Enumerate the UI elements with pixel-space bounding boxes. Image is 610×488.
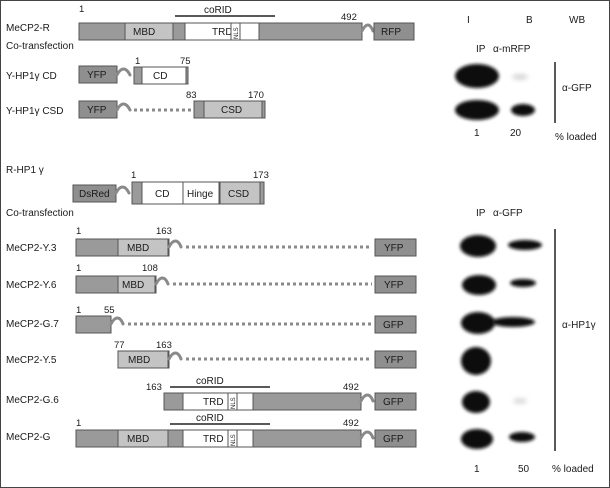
yfp-label: YFP xyxy=(87,70,107,81)
band-input xyxy=(455,100,499,120)
number-start: 1 xyxy=(79,4,84,15)
load-bound: 50 xyxy=(518,464,530,475)
band-bound xyxy=(513,398,527,404)
band-bound xyxy=(508,240,542,250)
ip-antibody-label: α-GFP xyxy=(493,208,523,219)
construct-label: MeCP2-G.7 xyxy=(6,319,59,330)
tag-label: YFP xyxy=(384,355,404,366)
trd-label: TRD xyxy=(203,397,224,408)
number-end: 170 xyxy=(248,90,264,101)
tag-label: GFP xyxy=(383,320,404,331)
mbd-label: MBD xyxy=(128,355,150,366)
number-end: 492 xyxy=(343,418,359,429)
corid-label: coRID xyxy=(204,5,232,16)
rfp-label: RFP xyxy=(381,27,401,38)
nls-label: NLS xyxy=(234,27,240,39)
number-start: 77 xyxy=(114,340,125,351)
number-start: 1 xyxy=(76,418,81,429)
loaded-label: % loaded xyxy=(555,132,597,143)
nls-label: NLS xyxy=(231,397,237,409)
wb-antibody-label: α-GFP xyxy=(562,83,592,94)
load-input: 1 xyxy=(474,464,480,475)
cd-label: CD xyxy=(155,189,169,200)
number-start: 163 xyxy=(146,382,162,393)
nls-label: NLS xyxy=(231,434,237,446)
csd-label: CSD xyxy=(221,105,242,116)
band-bound xyxy=(511,104,535,116)
band-input xyxy=(461,347,491,375)
hinge-label: Hinge xyxy=(187,189,214,200)
number-start: 83 xyxy=(186,90,197,101)
band-bound xyxy=(510,279,536,287)
number-end: 173 xyxy=(253,170,269,181)
corid-label: coRID xyxy=(196,413,224,424)
mbd-label: MBD xyxy=(122,280,144,291)
band-input xyxy=(462,391,490,413)
number-end: 163 xyxy=(156,226,172,237)
mbd-label: MBD xyxy=(127,434,149,445)
corid-label: coRID xyxy=(196,376,224,387)
construct-label: MeCP2-G xyxy=(6,432,51,443)
number-start: 1 xyxy=(76,305,81,316)
band-bound xyxy=(491,317,535,327)
yfp-label: YFP xyxy=(87,105,107,116)
ip-label: IP xyxy=(476,44,486,55)
band-input xyxy=(460,235,496,257)
number-start: 1 xyxy=(135,56,140,67)
load-bound: 20 xyxy=(510,128,522,139)
trd-label: TRD xyxy=(212,27,233,38)
protein-bar xyxy=(76,316,111,333)
band-input xyxy=(461,429,493,449)
number-end: 108 xyxy=(142,263,158,274)
number-end: 75 xyxy=(180,56,191,67)
construct-label: MeCP2-G.6 xyxy=(6,395,59,406)
number-end: 163 xyxy=(156,340,172,351)
band-bound xyxy=(512,74,528,80)
band-input xyxy=(461,312,495,334)
dsred-label: DsRed xyxy=(79,189,110,200)
number-end: 492 xyxy=(343,382,359,393)
construct-label: Y-HP1γ CSD xyxy=(6,106,63,117)
construct-label: Y-HP1γ CD xyxy=(6,71,57,82)
tag-label: GFP xyxy=(383,397,404,408)
mbd-label: MBD xyxy=(127,243,149,254)
csd-label: CSD xyxy=(228,189,249,200)
construct-label: MeCP2-Y.6 xyxy=(6,280,57,291)
number-start: 1 xyxy=(76,263,81,274)
lane-i-header: I xyxy=(467,15,470,26)
load-input: 1 xyxy=(474,128,480,139)
tag-label: YFP xyxy=(384,280,404,291)
wb-header: WB xyxy=(569,15,585,26)
cotransfection-label: Co-transfection xyxy=(6,208,74,219)
construct-label: MeCP2-Y.3 xyxy=(6,243,57,254)
mbd-label: MBD xyxy=(133,27,155,38)
lane-b-header: B xyxy=(526,15,533,26)
construct-label: MeCP2-R xyxy=(6,23,50,34)
cotransfection-label: Co-transfection xyxy=(6,41,74,52)
tag-label: YFP xyxy=(384,243,404,254)
band-input xyxy=(462,275,496,295)
number-end: 492 xyxy=(341,12,357,23)
ip-label: IP xyxy=(476,208,486,219)
number-start: 1 xyxy=(131,170,136,181)
number-end: 55 xyxy=(104,305,115,316)
band-input xyxy=(455,64,499,88)
construct-label: MeCP2-Y.5 xyxy=(6,355,57,366)
band-bound xyxy=(509,432,535,442)
tag-label: GFP xyxy=(383,434,404,445)
number-start: 1 xyxy=(76,226,81,237)
wb-antibody-label: α-HP1γ xyxy=(562,320,596,331)
ip-antibody-label: α-mRFP xyxy=(493,44,531,55)
construct-label: R-HP1 γ xyxy=(6,165,44,176)
loaded-label: % loaded xyxy=(552,464,594,475)
cd-label: CD xyxy=(153,71,167,82)
trd-label: TRD xyxy=(203,434,224,445)
